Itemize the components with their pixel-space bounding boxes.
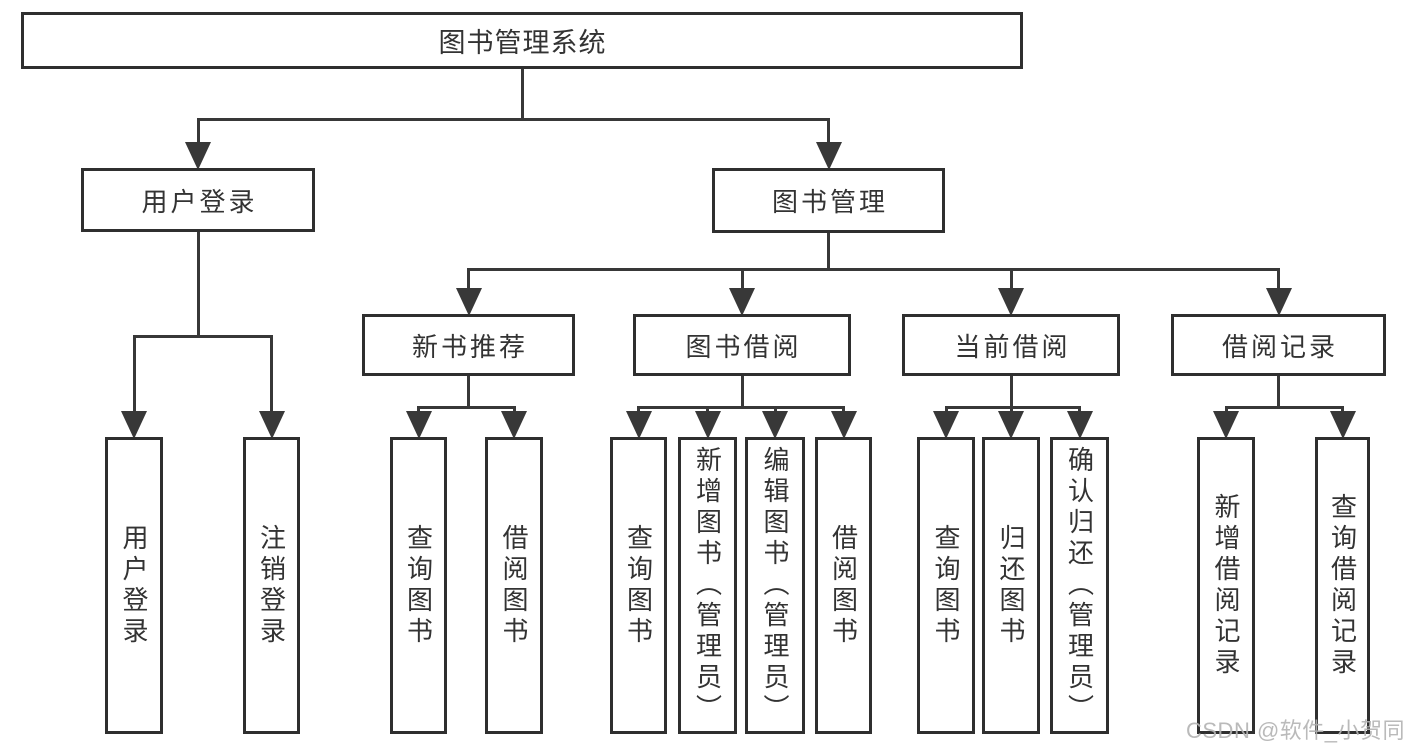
edge-split-line <box>196 118 830 121</box>
node-label: 确认归还（管理员） <box>1064 446 1095 725</box>
edge-drop-line <box>1224 406 1228 411</box>
node-leaf-confirm-return: 确认归还（管理员） <box>1050 437 1109 734</box>
edge-split-line <box>1224 406 1344 409</box>
node-label: 用户登录 <box>141 186 258 217</box>
node-leaf-borrow-book-1: 借阅图书 <box>485 437 543 734</box>
node-new-book-recommend: 新书推荐 <box>362 314 575 376</box>
edge-drop-line <box>1078 406 1081 411</box>
edge-stem-line <box>1009 376 1013 409</box>
edge-drop-line <box>1009 406 1013 411</box>
node-label: 新增借阅记录 <box>1211 492 1241 679</box>
node-label: 新增图书（管理员） <box>692 446 723 725</box>
node-label: 查询图书 <box>403 523 434 648</box>
arrow-down-icon <box>1066 411 1093 439</box>
watermark: CSDN @软件_小贺同学 <box>1186 718 1405 743</box>
edge-split-line <box>132 335 273 338</box>
node-label: 当前借阅 <box>954 331 1071 362</box>
node-book-borrow: 图书借阅 <box>633 314 851 376</box>
edge-stem-line <box>467 376 470 409</box>
node-borrow-records: 借阅记录 <box>1171 314 1386 376</box>
node-leaf-edit-book: 编辑图书（管理员） <box>745 437 805 734</box>
node-label: 新书推荐 <box>411 331 528 362</box>
node-book-management: 图书管理 <box>712 168 945 233</box>
edge-drop-line <box>467 268 470 288</box>
arrow-down-icon <box>121 411 147 439</box>
arrow-down-icon <box>694 411 721 439</box>
node-label: 借阅图书 <box>499 523 529 648</box>
edge-drop-line <box>637 406 640 411</box>
node-label: 借阅记录 <box>1221 331 1338 362</box>
node-label: 借阅图书 <box>828 523 859 648</box>
node-label: 图书管理系统 <box>438 28 607 58</box>
arrow-down-icon <box>625 411 652 439</box>
node-current-borrow: 当前借阅 <box>902 314 1120 376</box>
node-leaf-logout: 注销登录 <box>243 437 300 734</box>
arrow-down-icon <box>455 288 482 316</box>
node-leaf-query-book-1: 查询图书 <box>390 437 447 734</box>
arrow-down-icon <box>1265 288 1292 316</box>
arrow-down-icon <box>729 288 755 316</box>
edge-drop-line <box>827 118 830 142</box>
edge-drop-line <box>842 406 845 411</box>
arrow-down-icon <box>185 142 211 170</box>
node-label: 查询图书 <box>931 523 961 648</box>
arrow-down-icon <box>998 288 1024 316</box>
arrow-down-icon <box>998 411 1024 439</box>
node-label: 编辑图书（管理员） <box>760 446 790 725</box>
arrow-down-icon <box>933 411 959 439</box>
edge-split-line <box>417 406 516 409</box>
edge-drop-line <box>706 406 709 411</box>
edge-drop-line <box>1277 268 1280 288</box>
edge-drop-line <box>944 406 948 411</box>
arrow-down-icon <box>1329 411 1356 439</box>
edge-split-line <box>637 406 845 409</box>
edge-drop-line <box>417 406 420 411</box>
arrow-down-icon <box>762 411 788 439</box>
edge-stem-line <box>520 69 524 121</box>
arrow-down-icon <box>1213 411 1239 439</box>
arrow-down-icon <box>815 142 842 170</box>
edge-drop-line <box>1341 406 1344 411</box>
edge-split-line <box>467 268 1280 271</box>
node-label: 查询借阅记录 <box>1327 492 1358 679</box>
edge-drop-line <box>740 268 744 288</box>
node-label: 查询图书 <box>623 523 654 648</box>
node-label: 注销登录 <box>256 523 287 648</box>
arrow-down-icon <box>405 411 432 439</box>
edge-drop-line <box>270 335 273 411</box>
edge-stem-line <box>740 376 744 409</box>
edge-stem-line <box>827 233 830 271</box>
edge-split-line <box>944 406 1081 409</box>
edge-drop-line <box>773 406 777 411</box>
node-leaf-borrow-book-2: 借阅图书 <box>815 437 872 734</box>
node-leaf-return-book: 归还图书 <box>982 437 1040 734</box>
node-leaf-add-record: 新增借阅记录 <box>1197 437 1255 734</box>
node-leaf-add-book: 新增图书（管理员） <box>678 437 737 734</box>
node-leaf-query-book-3: 查询图书 <box>917 437 975 734</box>
node-user-login: 用户登录 <box>81 168 315 232</box>
edge-drop-line <box>512 406 516 411</box>
node-leaf-query-record: 查询借阅记录 <box>1315 437 1370 734</box>
edge-drop-line <box>132 335 136 411</box>
arrow-down-icon <box>830 411 857 439</box>
node-label: 用户登录 <box>119 523 149 648</box>
arrow-down-icon <box>258 411 285 439</box>
arrow-down-icon <box>501 411 527 439</box>
edge-stem-line <box>196 232 200 338</box>
node-label: 归还图书 <box>996 523 1026 648</box>
node-label: 图书管理 <box>771 187 888 217</box>
edge-stem-line <box>1277 376 1280 409</box>
node-leaf-user-login: 用户登录 <box>105 437 163 734</box>
node-leaf-query-book-2: 查询图书 <box>610 437 667 734</box>
node-root: 图书管理系统 <box>21 12 1023 69</box>
edge-drop-line <box>196 118 200 142</box>
node-label: 图书借阅 <box>685 331 802 362</box>
edge-drop-line <box>1009 268 1013 288</box>
